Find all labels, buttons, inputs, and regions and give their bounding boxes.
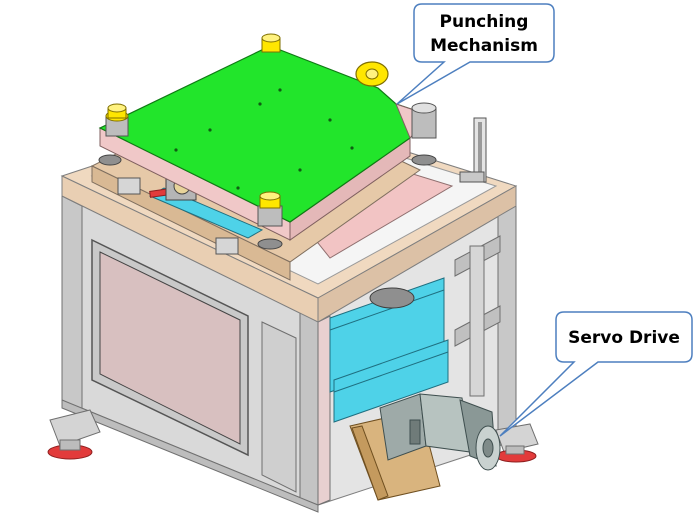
foot-left (47, 409, 101, 460)
guide-post-nuts (98, 33, 437, 250)
adjustment-knob (355, 61, 389, 87)
drive-assembly (329, 235, 501, 501)
punching-plate (98, 45, 427, 241)
callout-punching-mechanism: Punching Mechanism (396, 3, 555, 105)
side-window-panel (91, 238, 297, 493)
nut-front (257, 191, 283, 250)
servo-motor (379, 393, 501, 471)
callout-servo-label: Servo Drive (568, 328, 680, 348)
nut-left (105, 103, 129, 137)
callout-punching-line1: Punching (440, 12, 529, 32)
sensor-bracket (459, 117, 487, 183)
foot-right (495, 423, 539, 463)
nut-back (261, 33, 281, 53)
callout-servo-drive: Servo Drive (499, 311, 693, 437)
nut-right (411, 102, 437, 166)
cyan-guard-plates (329, 277, 449, 423)
callout-punching-line2: Mechanism (430, 36, 538, 56)
